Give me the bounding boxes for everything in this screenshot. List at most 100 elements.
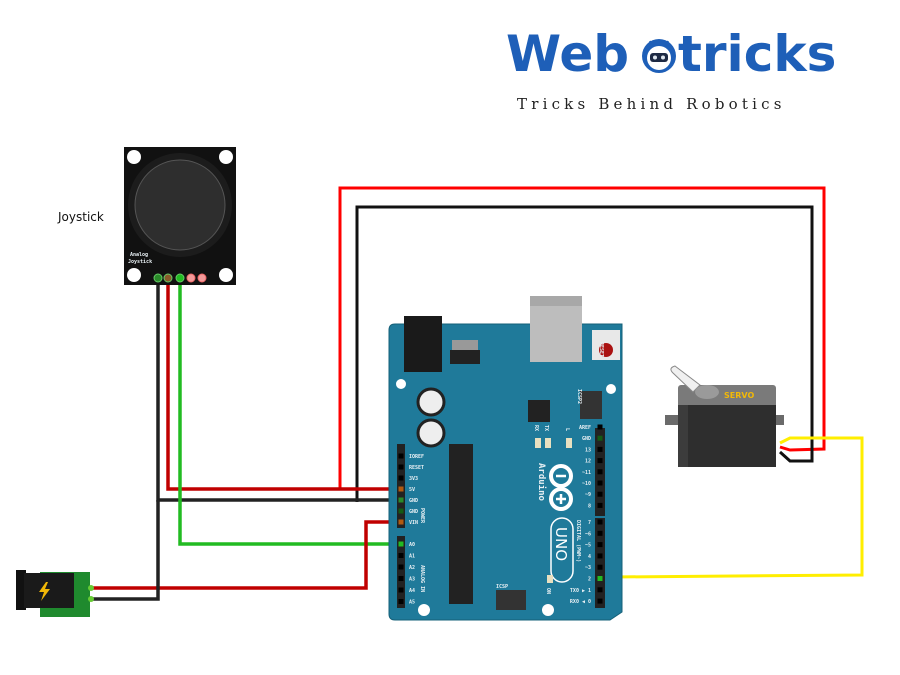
pin-gnd[interactable] [153,273,163,283]
on-label: ON [545,588,551,594]
analog-pin-a5[interactable] [398,599,404,604]
regulator-tab [452,340,478,350]
capacitor [416,387,446,417]
digital-pin-b7-label: RX0 ◀ 0 [570,599,591,605]
digital-pin-5[interactable] [597,480,603,486]
analog-pin-a5-label: A5 [409,600,415,606]
jack-barrel [24,573,74,608]
power-pin-vin[interactable] [398,519,404,525]
power-pin-5v[interactable] [398,486,404,492]
power-pin-3v3-label: 3V3 [409,476,418,482]
digital-pin-3[interactable] [597,458,603,464]
wire-joystick-gnd[interactable] [156,280,404,502]
digital-pin-6[interactable] [597,491,603,497]
analog-pin-a0-label: A0 [409,542,415,548]
digital-pin-2-label: 13 [585,447,591,453]
power-header [397,444,405,528]
power-pin-reset[interactable] [398,464,404,470]
digital-pin-b1-label: ~6 [585,531,591,537]
analog-pin-a1[interactable] [398,553,404,558]
servo-motor[interactable]: SERVO [665,365,784,467]
servo-body-shade [678,405,688,467]
joystick-module[interactable]: Joystick Analog Joystick [57,147,236,285]
power-pin-ioref[interactable] [398,453,404,459]
jack-pin-positive[interactable] [88,585,94,591]
digital-pin-b3[interactable] [597,553,603,559]
wire-joystick-vrx[interactable] [178,280,404,546]
analog-pin-a0[interactable] [398,541,404,547]
digital-pin-b2[interactable] [597,542,603,548]
digital-pin-b2-label: ~5 [585,543,591,549]
digital-pin-b1[interactable] [597,530,603,536]
wires [92,186,864,601]
uno-badge [550,517,574,583]
digital-pin-b7[interactable] [597,598,603,604]
servo-tab-left [665,415,683,425]
led-tx [545,438,551,448]
digital-pin-b6[interactable] [597,587,603,593]
digital-pin-6-label: ~9 [585,492,591,498]
analog-pin-a3[interactable] [398,576,404,581]
wire-servo-gnd[interactable] [355,205,814,502]
mount-hole [127,268,141,282]
pin-5v[interactable] [163,273,173,283]
atmega-chip [449,444,473,604]
power-pin-reset-label: RESET [409,465,424,471]
pin-sw[interactable] [197,273,207,283]
digital-pin-b5[interactable] [597,576,603,581]
analog-pin-a2[interactable] [398,564,404,570]
servo-shaft [695,385,719,399]
dc-power-jack[interactable] [16,570,94,617]
brand-logo: Web tricks Tricks Behind Robotics [506,25,836,113]
barrel-jack [404,316,442,372]
digital-pin-4-label: ~11 [582,470,591,476]
digital-pin-1[interactable] [597,435,603,441]
voltage-regulator [450,350,480,364]
wire-jack-gnd[interactable] [92,500,160,601]
mount-hole [127,150,141,164]
power-pin-gnd[interactable] [398,508,404,514]
analog-header [397,536,405,608]
digital-section-label: DIGITAL (PWM~) [575,520,581,562]
digital-pin-7[interactable] [597,502,603,508]
wire-joystick-5v[interactable] [166,280,404,491]
jack-pin-negative[interactable] [88,596,94,602]
analog-pin-a1-label: A1 [409,554,415,560]
digital-pin-b0[interactable] [597,519,603,525]
digital-pin-b3-label: 4 [588,554,591,560]
servo-body [678,405,776,467]
digital-pin-1-label: GND [582,436,591,442]
power-pin-3v3[interactable] [398,475,404,481]
servo-label: SERVO [724,391,754,400]
reset-button[interactable] [599,343,613,357]
joystick-knob[interactable] [134,159,226,251]
power-pin-gnd-label: GND [409,509,418,515]
servo-horn[interactable] [670,365,701,393]
wire-servo-signal[interactable] [611,436,864,579]
wire-jack-vin[interactable] [92,520,404,590]
analog-pin-a3-label: A3 [409,577,415,583]
led-l-label: L [564,428,570,431]
analog-pin-a4[interactable] [398,587,404,593]
arduino-uno-board[interactable]: ICSP2 RESET RX TX L Arduino UNO ON ICSP … [388,296,623,621]
power-pin-gnd[interactable] [398,497,404,503]
wire-servo-vcc[interactable] [338,186,826,490]
digital-pin-b4[interactable] [597,564,603,570]
digital-pin-b5-label: 2 [588,577,591,583]
digital-pin-0[interactable] [597,424,603,430]
digital-pin-4[interactable] [597,469,603,475]
pin-vry[interactable] [186,273,196,283]
digital-pin-2[interactable] [597,446,603,452]
joystick-label: Joystick [57,210,104,224]
brand-name-left: Web [506,25,629,83]
mount-hole [418,604,430,616]
led-tx-label: TX [543,425,549,431]
led-rx [535,438,541,448]
analog-section-label: ANALOG IN [419,565,425,592]
digital-pin-b0-label: 7 [588,520,591,526]
joystick-board-text-1: Analog [130,252,148,258]
pin-vrx[interactable] [175,273,185,283]
